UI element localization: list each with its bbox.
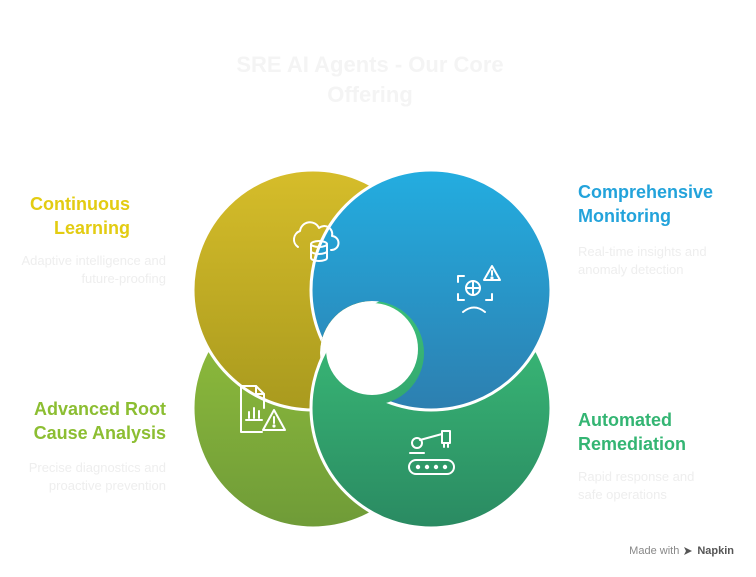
- cloud-database-icon: [293, 221, 340, 262]
- napkin-logo-icon: [684, 547, 693, 555]
- label-comprehensive-monitoring: Comprehensive Monitoring: [578, 182, 714, 226]
- desc-comprehensive-monitoring: Real-time insights and anomaly detection: [578, 244, 707, 277]
- footer-prefix: Made with: [629, 545, 680, 557]
- robot-arm-conveyor-icon: [408, 430, 455, 475]
- made-with-napkin-footer[interactable]: Made with Napkin: [629, 545, 734, 557]
- label-automated-remediation: Automated Remediation: [578, 410, 687, 454]
- monitoring-alert-icon: [457, 265, 501, 313]
- desc-automated-remediation: Rapid response and safe operations: [578, 469, 695, 502]
- report-warning-icon: [240, 385, 286, 433]
- desc-advanced-root-cause-analysis: Precise diagnostics and proactive preven…: [28, 460, 166, 493]
- center-hole: [326, 303, 418, 395]
- label-advanced-root-cause-analysis: Advanced Root Cause Analysis: [33, 399, 166, 443]
- desc-continuous-learning: Adaptive intelligence and future-proofin…: [21, 253, 166, 286]
- diagram-title: SRE AI Agents - Our Core Offering: [236, 52, 504, 107]
- label-continuous-learning: Continuous Learning: [30, 194, 130, 238]
- footer-brand: Napkin: [697, 545, 734, 557]
